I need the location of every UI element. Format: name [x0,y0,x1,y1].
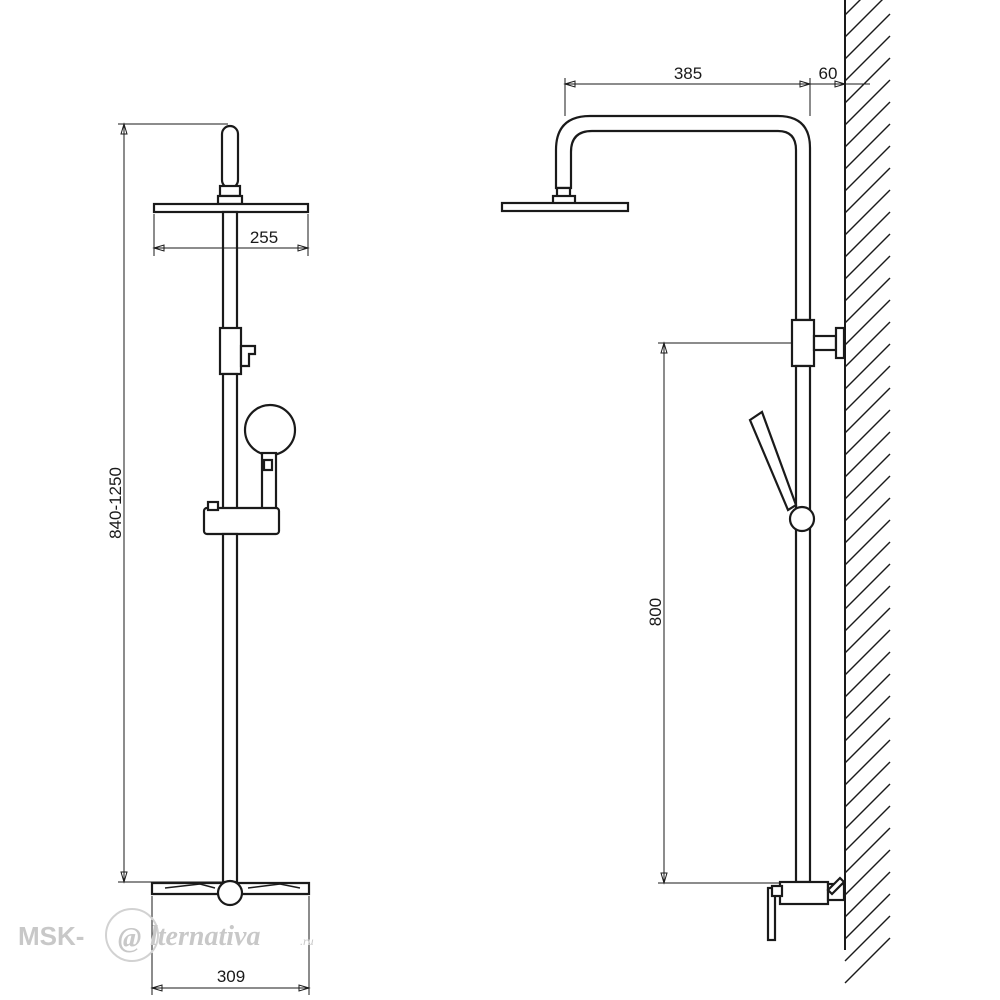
dim-arm-reach: 385 [674,64,702,83]
front-view [150,124,311,907]
side-rain-head [500,201,630,213]
front-mixer-shelf-right [247,883,301,889]
dim-base-width: 309 [217,967,245,986]
hatch-line [844,409,891,456]
hatch-line [844,871,891,918]
hatch-line [844,387,891,434]
hatch-line [844,915,891,962]
side-bracket-sleeve [790,318,816,368]
front-head-connector [218,184,242,198]
dim-mixer-to-bracket: 800 [646,598,665,626]
front-hand-shower-head [243,403,297,457]
dim-front-height: 840-1250 [106,467,125,539]
side-view [500,114,846,942]
hatch-line [844,431,891,478]
hatch-line [844,827,891,874]
side-dimensions: 385 60 800 [563,64,870,885]
hatch-line [844,739,891,786]
front-mid-column [221,372,239,512]
side-mixer-connector [826,876,846,896]
watermark-suffix: .ru [300,934,314,948]
hatch-line [844,255,891,302]
hatch-line [844,299,891,346]
hatch-line [844,321,891,368]
dim-wall-offset: 60 [819,64,838,83]
hatch-line [844,519,891,566]
hatch-line [844,673,891,720]
hatch-line [844,453,891,500]
hatch-line [844,563,891,610]
hatch-line [844,35,891,82]
hatch-line [844,893,891,940]
hatch-line [844,189,891,236]
wall-hatching [844,0,891,984]
side-mixer-lever-base [770,884,784,898]
front-top-pipe [220,124,240,190]
front-slide-holder [202,506,281,536]
hatch-line [844,0,861,16]
dim-head-width: 255 [250,228,278,247]
hatch-line [844,849,891,896]
hatch-line [844,607,891,654]
hatch-line [844,585,891,632]
hatch-line [844,211,891,258]
hatch-line [844,651,891,698]
hatch-line [844,475,891,522]
front-hand-shower-tip [262,458,274,472]
front-mixer-shelf-left [164,883,216,889]
front-rain-head [152,202,310,214]
hatch-line [844,79,891,126]
front-upper-column [221,210,239,332]
hatch-line [844,145,891,192]
side-bracket-arm [812,334,838,352]
hatch-line [844,0,883,38]
hatch-line [844,277,891,324]
watermark-at: @ [118,923,141,954]
hatch-line [844,717,891,764]
side-hand-shower-holder [788,505,816,533]
wall [844,0,891,984]
side-lower-column [794,364,812,884]
watermark: MSK- @ lternativa .ru [18,908,314,962]
side-bracket-plate [834,326,846,360]
hatch-line [844,937,891,984]
hatch-line [844,13,891,60]
hatch-line [844,497,891,544]
hatch-line [844,761,891,808]
front-dimensions: 840-1250 255 309 [106,122,311,995]
side-gooseneck-arm [554,114,812,322]
hatch-line [844,365,891,412]
front-head-connector-lower [216,194,244,206]
hatch-line [844,343,891,390]
hatch-line [844,233,891,280]
hatch-line [844,805,891,852]
hatch-line [844,695,891,742]
hatch-line [844,101,891,148]
watermark-script: lternativa [150,921,260,952]
front-diverter [218,326,243,376]
front-diverter-knob [239,344,257,368]
side-hand-shower [748,410,798,512]
hatch-line [844,629,891,676]
side-mixer-body [778,880,830,906]
hatch-line [844,123,891,170]
hatch-line [844,541,891,588]
front-lower-column [221,532,239,884]
watermark-prefix: MSK- [18,921,84,951]
hatch-line [844,167,891,214]
front-slide-holder-top [206,500,220,512]
front-mixer-knob [216,879,244,907]
hatch-line [844,783,891,830]
hatch-line [844,57,891,104]
watermark-ring [105,908,159,962]
